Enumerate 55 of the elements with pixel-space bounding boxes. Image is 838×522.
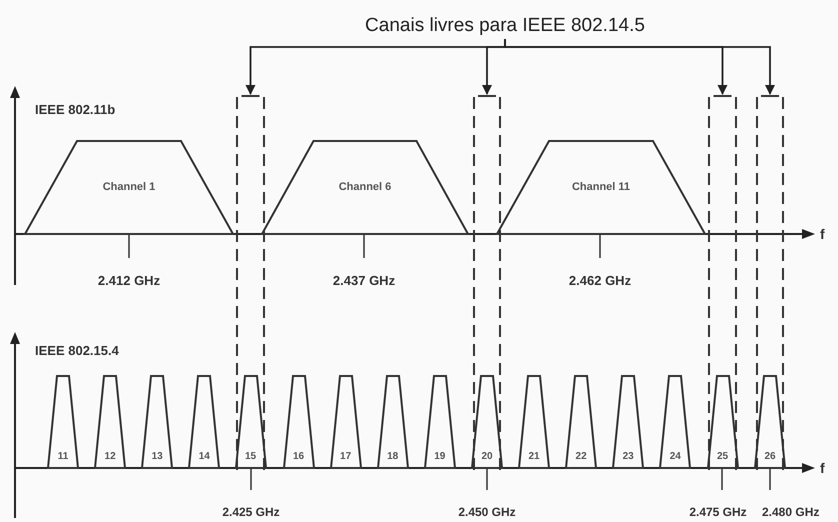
- channel-trapezoid: [25, 140, 233, 234]
- channel-trapezoid: [330, 375, 361, 468]
- channel-label: 26: [764, 451, 776, 462]
- dashed-band: [756, 95, 784, 470]
- channel-trapezoid: [95, 375, 126, 468]
- channel-trapezoid: [497, 140, 705, 234]
- channel-trapezoid: [708, 375, 738, 468]
- channel-trapezoid: [613, 375, 644, 468]
- channel-label: 17: [340, 451, 352, 462]
- channel-trapezoid: [378, 375, 408, 468]
- axis-label: f: [820, 460, 825, 476]
- channel-label: Channel 6: [338, 181, 392, 193]
- channel-trapezoid: [189, 375, 220, 468]
- channel-trapezoid: [236, 375, 266, 468]
- channel-trapezoid: [755, 375, 785, 468]
- channel-label: 14: [198, 451, 210, 462]
- frequency-label: IEEE 802.15.4: [35, 343, 119, 358]
- channel-trapezoid: [262, 140, 468, 234]
- channel-label: Channel 11: [572, 181, 630, 193]
- frequency-label: 2.425 GHz: [222, 505, 280, 519]
- heading-text: Canais livres para IEEE 802.14.5: [365, 13, 645, 39]
- channel-label: 20: [481, 451, 493, 462]
- frequency-label: IEEE 802.11b: [35, 102, 116, 117]
- frequency-label: 2.450 GHz: [458, 505, 516, 519]
- channel-label: 23: [622, 451, 634, 462]
- channel-label: Channel 1: [102, 181, 156, 193]
- dashed-band: [473, 95, 501, 470]
- channel-label: 16: [292, 451, 304, 462]
- frequency-label: 2.412 GHz: [98, 273, 160, 288]
- channel-label: 15: [244, 451, 256, 462]
- channel-label: 13: [152, 451, 163, 462]
- channel-label: 19: [434, 451, 446, 462]
- frequency-label: 2.462 GHz: [568, 273, 632, 288]
- frequency-label: 2.475 GHz: [689, 505, 747, 519]
- arrow: [504, 39, 775, 95]
- channel-trapezoid: [424, 375, 455, 468]
- channel-trapezoid: [48, 375, 78, 468]
- channel-label: 21: [528, 451, 540, 462]
- channel-trapezoid: [660, 375, 690, 468]
- channel-label: 22: [576, 451, 587, 462]
- axis-label: f: [820, 226, 825, 242]
- channel-trapezoid: [566, 375, 596, 468]
- channel-trapezoid: [284, 375, 314, 468]
- frequency-label: 2.437 GHz: [332, 273, 396, 288]
- channel-label: 12: [104, 451, 116, 462]
- channel-label: 11: [58, 451, 68, 462]
- dashed-band: [236, 95, 265, 470]
- dashed-band: [708, 95, 737, 470]
- channel-label: 24: [670, 451, 681, 462]
- channel-trapezoid: [472, 375, 502, 468]
- channel-trapezoid: [142, 375, 172, 468]
- frequency-label: 2.480 GHz: [762, 505, 820, 519]
- channel-label: 18: [387, 451, 398, 462]
- channel-label: 25: [716, 451, 728, 462]
- channel-trapezoid: [519, 375, 549, 468]
